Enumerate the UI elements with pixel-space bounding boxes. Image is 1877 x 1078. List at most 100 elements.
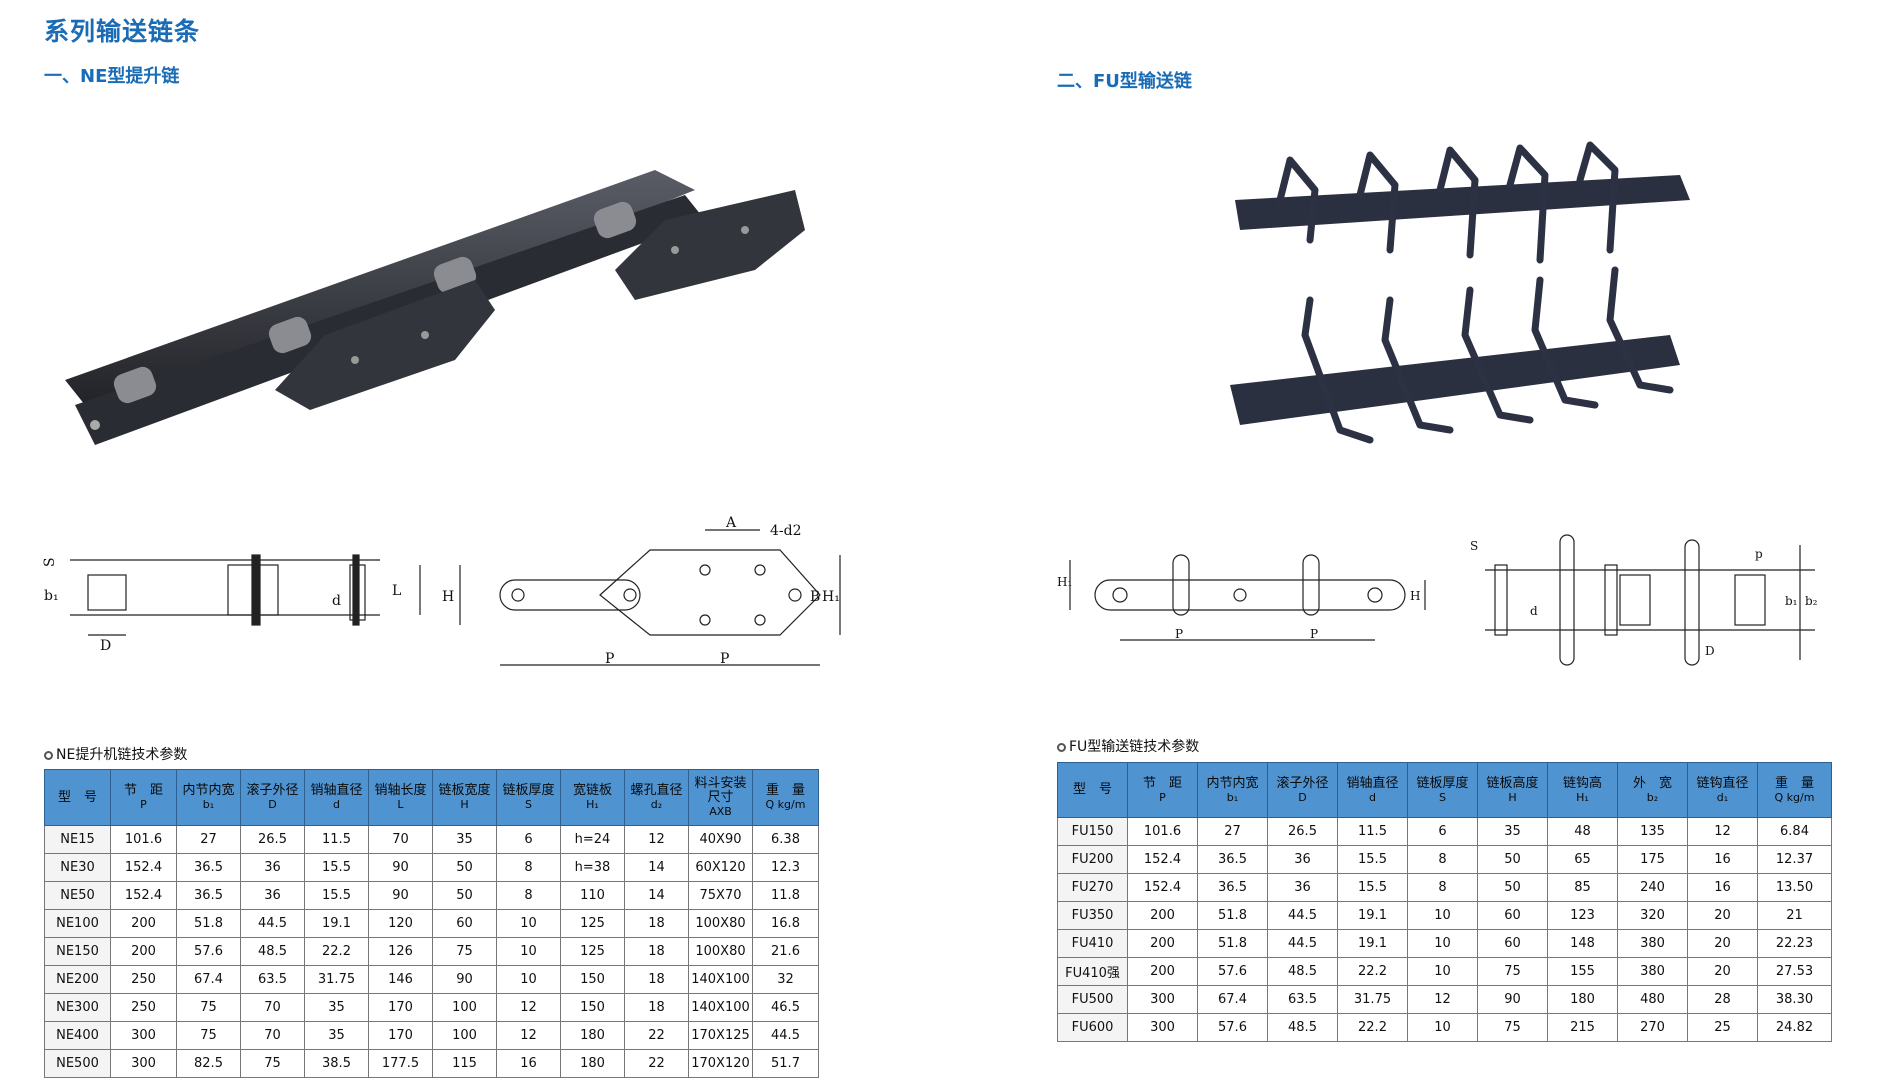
table-cell: 380 [1617,957,1688,986]
table-cell: 90 [432,965,497,994]
table-cell: 180 [560,1049,625,1078]
table-cell: 6.38 [752,825,819,854]
fu-header-symbol: Q kg/m [1774,790,1815,804]
model-cell: NE100 [44,909,111,938]
table-cell: 250 [110,965,177,994]
table-cell: 36 [1267,845,1338,874]
table-cell: 35 [432,825,497,854]
fu-dim-b1: b₁ [1785,594,1798,608]
table-cell: 40X90 [688,825,753,854]
table-cell: 146 [368,965,433,994]
ne-chain-photo [65,170,805,445]
model-cell: NE30 [44,853,111,882]
table-cell: 48.5 [1267,1013,1338,1042]
ne-dim-D: D [100,638,111,654]
table-cell: 51.7 [752,1049,819,1078]
ne-header-symbol: Q kg/m [765,798,806,811]
ne-header-symbol: d [333,798,340,811]
table-cell: 70 [240,993,305,1022]
table-cell: 152.4 [110,853,177,882]
fu-dim-p2: P [1310,627,1318,641]
model-cell: NE500 [44,1049,111,1078]
table-cell: 180 [1547,985,1618,1014]
table-cell: 32 [752,965,819,994]
table-cell: 75 [176,1021,241,1050]
table-cell: 24.82 [1757,1013,1832,1042]
table-cell: 101.6 [1127,817,1198,846]
fu-header-symbol: d₁ [1716,790,1729,804]
table-cell: 26.5 [1267,817,1338,846]
table-cell: 63.5 [1267,985,1338,1014]
table-cell: 90 [368,853,433,882]
table-cell: 12 [1407,985,1478,1014]
table-cell: 12 [624,825,689,854]
table-cell: h=24 [560,825,625,854]
fu-header-label: 滚子外径 [1276,775,1329,791]
table-cell: 75 [1477,1013,1548,1042]
table-cell: 120 [368,909,433,938]
table-cell: 380 [1617,929,1688,958]
table-cell: 22.23 [1757,929,1832,958]
table-cell: 300 [110,1021,177,1050]
table-cell: 123 [1547,901,1618,930]
table-cell: 18 [624,993,689,1022]
table-cell: 22.2 [304,937,369,966]
fu-header-label: 链板高度 [1486,775,1539,791]
fu-dim-p: p [1755,547,1763,561]
fu-header-symbol: P [1159,790,1166,804]
ne-header-label: 销轴长度 [374,783,427,798]
fu-header-symbol: b₂ [1646,790,1659,804]
ne-dim-A: A [725,515,737,531]
table-cell: 148 [1547,929,1618,958]
table-cell: 12 [496,993,561,1022]
table-cell: 126 [368,937,433,966]
table-cell: 100 [432,1021,497,1050]
fu-header-cell: 型 号 [1057,762,1128,818]
ne-header-symbol: H [460,798,469,811]
table-cell: 27 [176,825,241,854]
table-cell: 8 [496,881,561,910]
table-cell: 152.4 [1127,845,1198,874]
table-cell: 36.5 [1197,873,1268,902]
table-cell: 10 [1407,901,1478,930]
table-cell: 125 [560,937,625,966]
fu-chain-diagram: H₁ H P P S b₁ b₂ d D p [1057,534,1818,666]
table-cell: 480 [1617,985,1688,1014]
table-cell: 57.6 [176,937,241,966]
fu-header-label: 链板厚度 [1416,775,1469,791]
ne-dim-L: L [392,583,401,599]
table-cell: 82.5 [176,1049,241,1078]
table-cell: 57.6 [1197,1013,1268,1042]
table-cell: 36.5 [176,881,241,910]
table-cell: 320 [1617,901,1688,930]
table-cell: 100 [432,993,497,1022]
table-cell: 36.5 [176,853,241,882]
table-cell: 70 [240,1021,305,1050]
table-cell: 6 [1407,817,1478,846]
table-cell: 18 [624,965,689,994]
model-cell: NE400 [44,1021,111,1050]
table-cell: 11.8 [752,881,819,910]
table-cell: 19.1 [304,909,369,938]
ne-header-symbol: H₁ [586,798,599,811]
ne-dim-holes: 4-d2 [770,523,802,539]
table-cell: 27 [1197,817,1268,846]
table-cell: h=38 [560,853,625,882]
ne-dim-b1: b₁ [44,588,59,604]
ne-dim-B: B [810,589,820,605]
ne-header-label: 型 号 [57,789,97,805]
table-cell: 36 [240,881,305,910]
fu-dim-D: D [1705,644,1715,658]
table-cell: 48.5 [1267,957,1338,986]
table-cell: 85 [1547,873,1618,902]
